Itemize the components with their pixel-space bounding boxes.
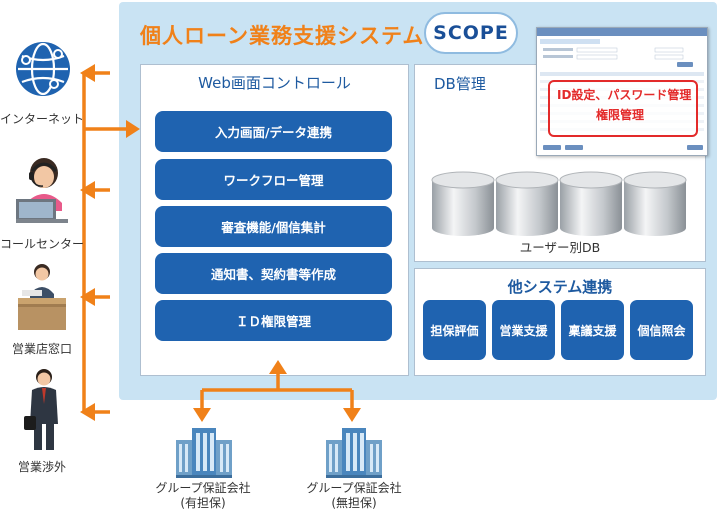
building-secured-icon <box>176 428 232 478</box>
internet-globe-icon <box>16 42 70 96</box>
group-company-secured-label: グループ保証会社 (有担保) <box>142 481 264 511</box>
callout-highlight-box <box>548 80 698 137</box>
database-cylinders-icon <box>431 171 687 236</box>
function-screening[interactable]: 審査機能/個信集計 <box>155 206 392 247</box>
web-control-title: Web画面コントロール <box>198 74 351 92</box>
call-center-operator-icon <box>16 158 68 223</box>
db-title: DB管理 <box>434 75 486 93</box>
scope-logo: SCOPE <box>424 12 518 54</box>
group-company-unsecured-label: グループ保証会社 (無担保) <box>293 481 415 511</box>
function-workflow[interactable]: ワークフロー管理 <box>155 159 392 200</box>
sales-person-icon <box>24 369 58 450</box>
other-systems-title: 他システム連携 <box>507 278 613 296</box>
system-collateral-eval[interactable]: 担保評価 <box>423 300 486 360</box>
building-unsecured-icon <box>326 428 382 478</box>
group-company-secured-name: グループ保証会社 <box>155 481 251 495</box>
channel-branch-label: 営業店窓口 <box>11 342 72 356</box>
function-input-data-link[interactable]: 入力画面/データ連携 <box>155 111 392 152</box>
db-caption: ユーザー別DB <box>519 240 601 255</box>
group-company-unsecured-type: (無担保) <box>331 496 377 510</box>
channel-internet-label: インターネット <box>0 112 85 126</box>
function-id-permission[interactable]: ＩＤ権限管理 <box>155 300 392 341</box>
system-credit-inquiry[interactable]: 個信照会 <box>630 300 693 360</box>
group-company-unsecured-name: グループ保証会社 <box>306 481 402 495</box>
system-approval-support[interactable]: 稟議支援 <box>561 300 624 360</box>
callout-permission: 権限管理 <box>596 108 645 122</box>
system-sales-support[interactable]: 営業支援 <box>492 300 555 360</box>
branch-counter-icon <box>18 264 66 330</box>
function-documents[interactable]: 通知書、契約書等作成 <box>155 253 392 294</box>
callout-id-password: ID設定、パスワード管理 <box>557 88 692 102</box>
channel-call-center-label: コールセンター <box>0 237 85 251</box>
system-title: 個人ローン業務支援システム <box>140 24 425 48</box>
group-company-secured-type: (有担保) <box>180 496 226 510</box>
channel-field-sales-label: 営業渉外 <box>17 460 66 474</box>
